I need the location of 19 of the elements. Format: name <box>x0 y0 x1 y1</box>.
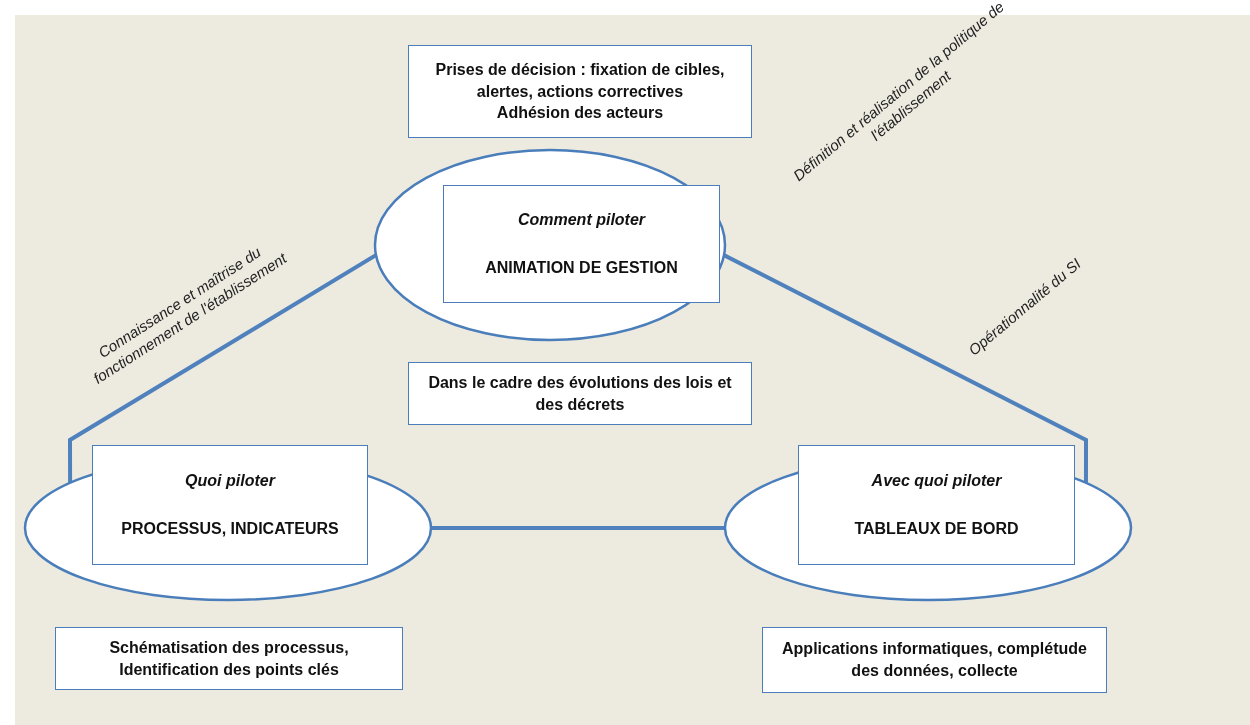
box-text: ANIMATION DE GESTION <box>485 258 678 278</box>
box-text: Schématisation des processus, Identification des points clés <box>108 637 350 680</box>
box-text: TABLEAUX DE BORD <box>854 519 1019 539</box>
note-box <box>408 45 752 138</box>
box-heading: Avec quoi piloter <box>871 471 1002 492</box>
box-heading: Comment piloter <box>517 210 646 231</box>
box-text: Applications informatiques, complétude des données, collecte <box>781 639 1088 681</box>
box-text: Prises de décision : fixation de cibles, alertes, actions correctives <box>434 60 726 102</box>
inner-box <box>92 445 368 565</box>
note-box <box>762 627 1107 693</box>
box-text: Adhésion des acteurs <box>496 103 664 124</box>
inner-box <box>798 445 1075 565</box>
box-heading: Quoi piloter <box>185 471 275 492</box>
box-text: PROCESSUS, INDICATEURS <box>121 519 339 539</box>
box-text: Dans le cadre des évolutions des lois et des décrets <box>427 372 733 415</box>
connector-line <box>431 526 725 530</box>
note-box <box>408 362 752 425</box>
note-box <box>55 627 403 690</box>
connector-line <box>723 253 1088 483</box>
